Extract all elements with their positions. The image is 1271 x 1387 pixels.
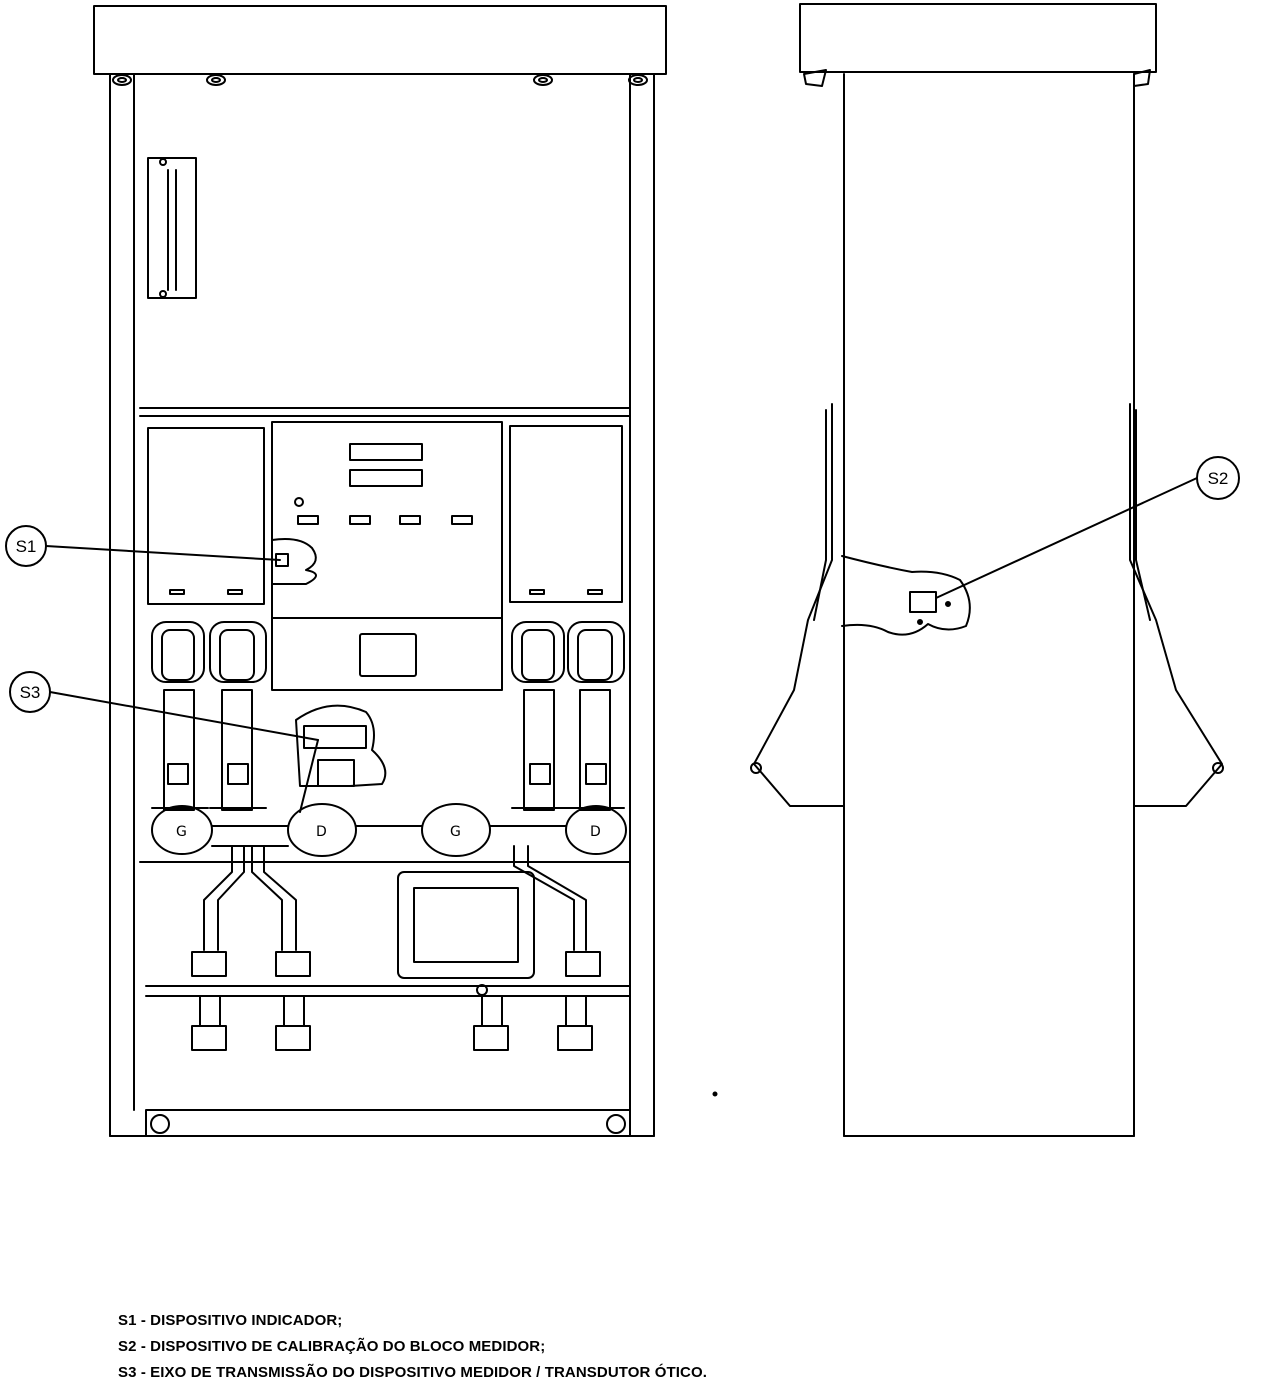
junction-box xyxy=(397,871,535,996)
legend-item-s3: S3 - EIXO DE TRANSMISSÃO DO DISPOSITIVO … xyxy=(118,1364,707,1381)
s1-cutaway xyxy=(271,538,317,585)
pipe-fittings xyxy=(191,995,593,1051)
meter-blocks: G D G D xyxy=(151,803,627,857)
hoses xyxy=(191,845,601,977)
callout-s2-label: S2 xyxy=(1208,469,1229,488)
callout-s1-label: S1 xyxy=(16,537,37,556)
nozzle-right-1 xyxy=(511,621,569,811)
legend: S1 - DISPOSITIVO INDICADOR; S2 - DISPOSI… xyxy=(118,1308,707,1386)
nozzle-left-2 xyxy=(209,621,267,811)
callout-s3-label: S3 xyxy=(20,683,41,702)
hose-holder xyxy=(147,157,197,299)
legend-item-s1: S1 - DISPOSITIVO INDICADOR; xyxy=(118,1312,343,1329)
s2-cutaway xyxy=(841,555,971,636)
s2-calibration-device xyxy=(909,591,937,613)
side-canopy xyxy=(799,3,1157,73)
svg-text:D: D xyxy=(590,824,601,840)
side-view: S2 xyxy=(750,3,1240,1137)
front-canopy xyxy=(93,5,667,75)
canopy-bolts xyxy=(112,74,648,86)
svg-text:G: G xyxy=(450,824,461,840)
legend-item-s2: S2 - DISPOSITIVO DE CALIBRAÇÃO DO BLOCO … xyxy=(118,1338,546,1355)
s3-meter-assembly xyxy=(295,704,387,813)
front-view: G D G D xyxy=(5,5,667,1137)
fuel-dispenser-drawing: G D G D xyxy=(5,3,1240,1137)
svg-text:D: D xyxy=(316,824,327,840)
svg-text:G: G xyxy=(176,824,187,840)
display-panel xyxy=(271,421,503,619)
nozzle-right-2 xyxy=(567,621,625,811)
front-base xyxy=(145,1109,631,1137)
nozzle-left-1 xyxy=(151,621,209,811)
side-nozzle-boots xyxy=(750,403,1224,807)
stray-dot xyxy=(712,1091,718,1097)
